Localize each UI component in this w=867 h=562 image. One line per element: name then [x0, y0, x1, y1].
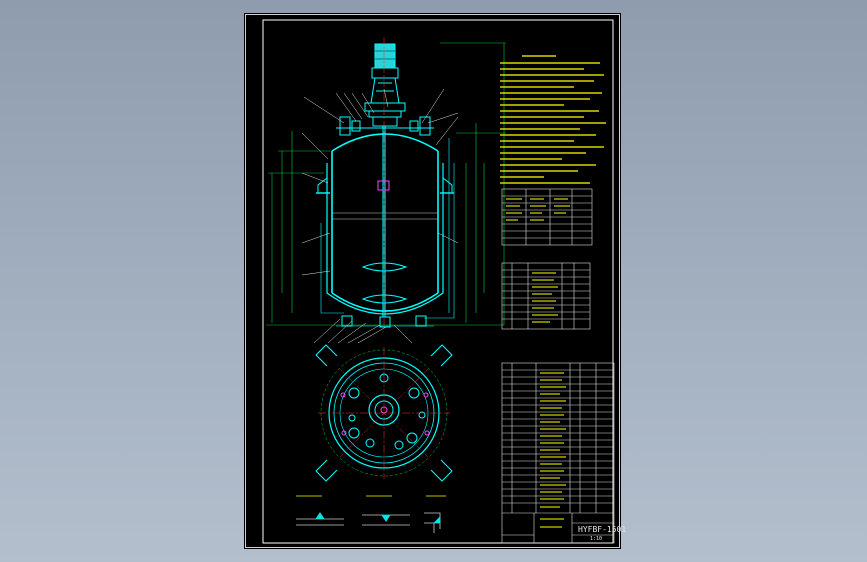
parts-list	[501, 362, 615, 544]
motor	[374, 43, 396, 69]
drawing-scale: 1:10	[590, 536, 603, 542]
leaders	[301, 88, 459, 344]
reducer	[371, 67, 399, 79]
support-lug-left	[317, 177, 328, 194]
design-data-table	[501, 188, 593, 246]
nozzle-table	[501, 262, 591, 330]
drawing-sheet: HYFBF-1501 1:10	[244, 13, 626, 549]
design-data-entries	[506, 198, 570, 221]
vessel-elevation	[316, 37, 455, 331]
nozzle-table-entries	[532, 272, 558, 323]
technical-notes	[500, 55, 606, 184]
outer-frame	[245, 14, 620, 548]
drawing-number: HYFBF-1501	[578, 525, 627, 534]
parts-list-entries	[540, 372, 566, 528]
support-lug-right	[442, 177, 453, 194]
weld-details	[296, 495, 446, 533]
inner-frame	[262, 19, 614, 544]
coupling	[377, 180, 390, 191]
reactor-assembly-drawing	[245, 14, 620, 548]
vessel-plan	[315, 344, 453, 482]
impeller-upper	[361, 262, 408, 272]
dimensions	[266, 42, 506, 326]
impeller-lower	[361, 294, 408, 304]
